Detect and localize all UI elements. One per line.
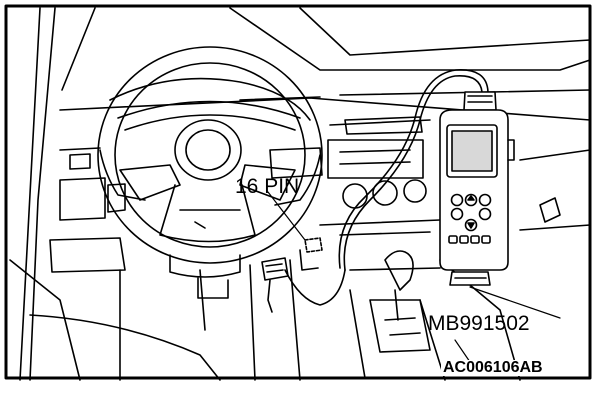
steering-wheel-icon [97, 46, 323, 264]
diagnostic-tester-icon [439, 91, 515, 286]
connector-label: 16 PIN [235, 175, 300, 198]
center-console [269, 116, 427, 209]
tool-label: MB991502 [428, 312, 530, 335]
gear-shifter-icon [349, 250, 431, 379]
figure-code: AC006106AB [441, 359, 545, 376]
connector-icon [261, 237, 346, 313]
steering-column [169, 254, 241, 299]
leader-lines [267, 191, 561, 363]
tester-cable [338, 69, 489, 271]
dashboard [9, 97, 591, 381]
windshield-lines [19, 7, 591, 381]
figure-frame [4, 4, 592, 380]
instrument-cluster [109, 77, 321, 121]
